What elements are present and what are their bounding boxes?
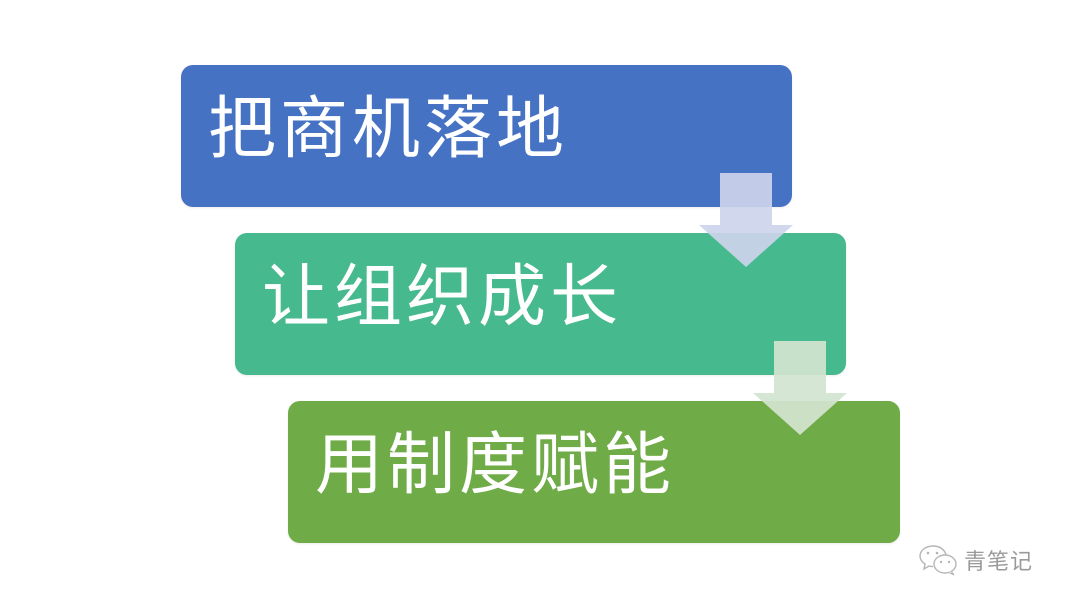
step-label-3: 用制度赋能	[315, 426, 676, 505]
step-label-2: 让组织成长	[262, 258, 623, 337]
step-box-1	[181, 65, 792, 207]
watermark-text: 青笔记	[964, 550, 1034, 575]
wechat-icon	[918, 543, 960, 577]
watermark: 青笔记	[918, 543, 1033, 577]
step-label-1: 把商机落地	[208, 90, 569, 169]
down-arrow-icon	[753, 341, 847, 435]
down-arrow-icon	[699, 173, 793, 267]
